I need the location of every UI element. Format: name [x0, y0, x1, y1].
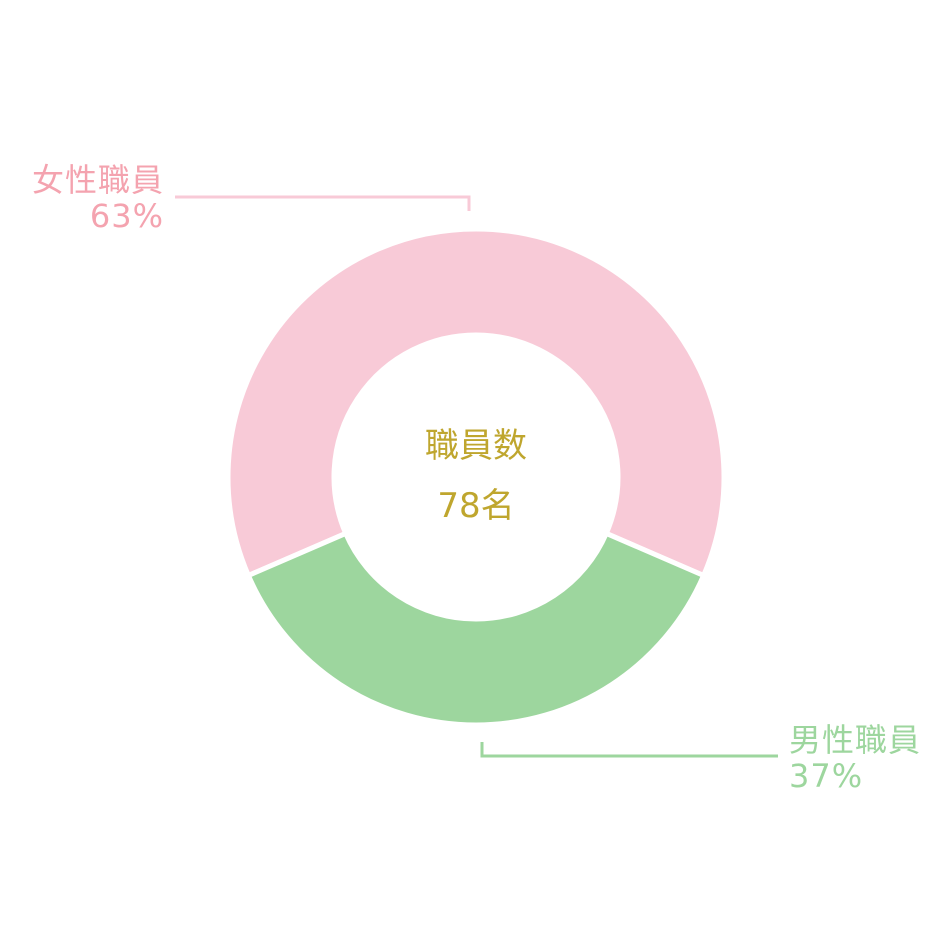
- slice-name-male: 男性職員: [789, 721, 922, 759]
- center-total: 78名: [437, 486, 515, 526]
- donut-slice-female: [225, 226, 727, 579]
- slice-percent-male: 37%: [789, 757, 864, 795]
- donut-slice-male: [245, 530, 707, 728]
- center-title: 職員数: [425, 426, 527, 466]
- leader-line-male: [480, 742, 778, 758]
- leader-line-female: [175, 195, 471, 211]
- legend-label-female: 女性職員 63%: [8, 162, 164, 234]
- slice-name-female: 女性職員: [31, 161, 164, 199]
- legend-label-male: 男性職員 37%: [789, 722, 921, 794]
- slice-percent-female: 63%: [89, 197, 164, 235]
